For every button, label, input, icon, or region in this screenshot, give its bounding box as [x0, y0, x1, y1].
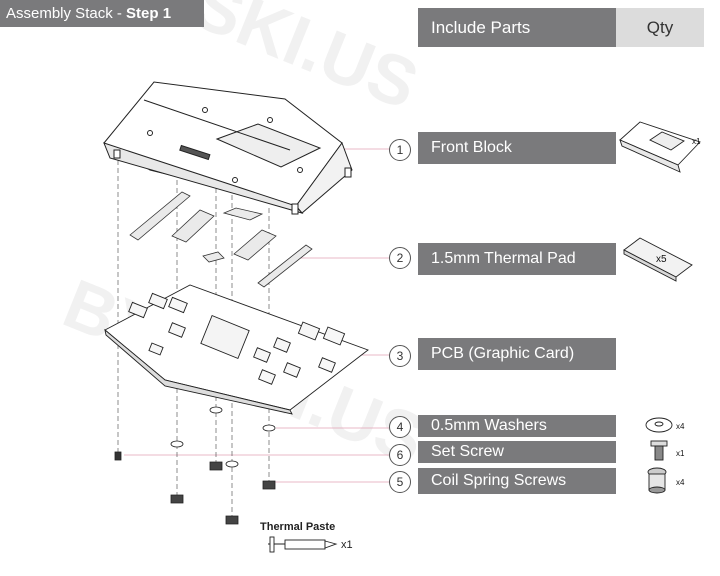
- pcb: [104, 284, 369, 415]
- pcb-chip-6: [273, 337, 291, 353]
- thermal-paste-syringe: [268, 536, 338, 553]
- front-block-screw-2: [202, 107, 208, 113]
- thermal-pad-6: [202, 251, 225, 263]
- part-5-number: 5: [389, 471, 411, 493]
- pcb-chip-2: [148, 292, 168, 310]
- part-6-number: 6: [389, 444, 411, 466]
- pcb-chip-8: [322, 326, 346, 346]
- thumb-set-screw: [650, 440, 668, 461]
- front-block-logo: [179, 144, 211, 161]
- front-block-screw-4: [232, 177, 238, 183]
- pcb-chip-3: [168, 296, 188, 314]
- part-4-label: 0.5mm Washers: [418, 415, 616, 437]
- thumb-front-block-window: [649, 131, 685, 151]
- pcb-chip-11: [148, 342, 164, 356]
- step-banner: Assembly Stack - Step 1: [0, 0, 204, 27]
- part-2-qty: x5: [656, 254, 667, 265]
- pcb-board-edge: [104, 328, 293, 415]
- thermal-pad-4: [233, 229, 277, 261]
- thermal-pads: [129, 191, 313, 288]
- coil-spring-screws: [170, 461, 276, 525]
- step-banner-prefix: Assembly Stack -: [6, 5, 127, 22]
- thumb-coil-spring-screw: [647, 467, 667, 494]
- pcb-chip-1: [128, 301, 148, 319]
- front-block: [103, 81, 353, 215]
- washer-2: [209, 406, 223, 414]
- coil-spring-screw-4: [262, 480, 276, 490]
- thumb-front-block: [619, 121, 701, 173]
- qty-header: Qty: [616, 8, 704, 47]
- thumb-thermal-pad: [623, 237, 693, 282]
- pcb-chip-12: [318, 357, 336, 373]
- pcb-chip-7: [297, 321, 321, 341]
- coil-spring-screw-3: [225, 515, 239, 525]
- thumb-coil-spring-screw-base: [648, 486, 666, 494]
- coil-spring-screw-2: [209, 461, 223, 471]
- thumb-washer: [645, 417, 673, 433]
- pcb-chip-10: [283, 362, 301, 378]
- pcb-chip-9: [258, 369, 276, 385]
- thumb-thermal-pad-side: [623, 249, 677, 282]
- front-block-screw-1: [147, 130, 153, 136]
- part-5-qty: x4: [676, 478, 685, 487]
- set-screw-body: [114, 451, 122, 461]
- pcb-gpu-die: [200, 315, 250, 359]
- part-6-qty: x1: [676, 449, 685, 458]
- part-2-number: 2: [389, 247, 411, 269]
- washers: [170, 406, 276, 468]
- coil-spring-screw-1: [170, 494, 184, 504]
- thumb-set-screw-head: [650, 440, 668, 447]
- step-banner-step: Step 1: [126, 5, 172, 22]
- thermal-paste-label: Thermal Paste: [260, 521, 336, 533]
- part-1-number: 1: [389, 139, 411, 161]
- pcb-chip-4: [168, 322, 186, 338]
- front-block-window: [215, 123, 322, 168]
- front-block-screw-5: [297, 167, 303, 173]
- front-block-side-front: [103, 142, 304, 214]
- part-4-qty: x4: [676, 422, 685, 431]
- part-1-qty: x1: [692, 137, 701, 146]
- include-parts-header: Include Parts: [418, 8, 616, 47]
- washer-3: [225, 460, 239, 468]
- thermal-pad-2: [171, 209, 215, 243]
- washer-1: [170, 440, 184, 448]
- syringe-handle: [269, 536, 275, 553]
- pcb-components: [128, 292, 346, 385]
- front-block-ridge: [143, 99, 291, 151]
- front-block-foot-3: [344, 167, 352, 178]
- syringe-tip: [324, 540, 338, 549]
- part-1-label: Front Block: [418, 132, 616, 164]
- part-6-label: Set Screw: [418, 441, 616, 463]
- thumb-set-screw-shaft: [654, 445, 664, 461]
- front-block-screw-3: [267, 117, 273, 123]
- part-3-label: PCB (Graphic Card): [418, 338, 616, 370]
- pcb-chip-5: [253, 347, 271, 363]
- washer-4: [262, 424, 276, 432]
- thermal-pad-5: [257, 244, 313, 288]
- thumb-washer-inner: [654, 421, 664, 427]
- set-screw: [114, 451, 122, 461]
- thermal-pad-1: [129, 191, 191, 241]
- front-block-foot-2: [291, 203, 299, 215]
- part-3-number: 3: [389, 345, 411, 367]
- thermal-paste-qty: x1: [341, 539, 353, 551]
- part-4-number: 4: [389, 416, 411, 438]
- front-block-foot-1: [113, 149, 121, 159]
- syringe-barrel: [284, 539, 326, 550]
- part-thumbnails: [619, 121, 701, 494]
- part-2-label: 1.5mm Thermal Pad: [418, 243, 616, 275]
- thumb-front-block-side: [619, 139, 681, 173]
- part-5-label: Coil Spring Screws: [418, 468, 616, 494]
- thermal-pad-3: [222, 207, 264, 221]
